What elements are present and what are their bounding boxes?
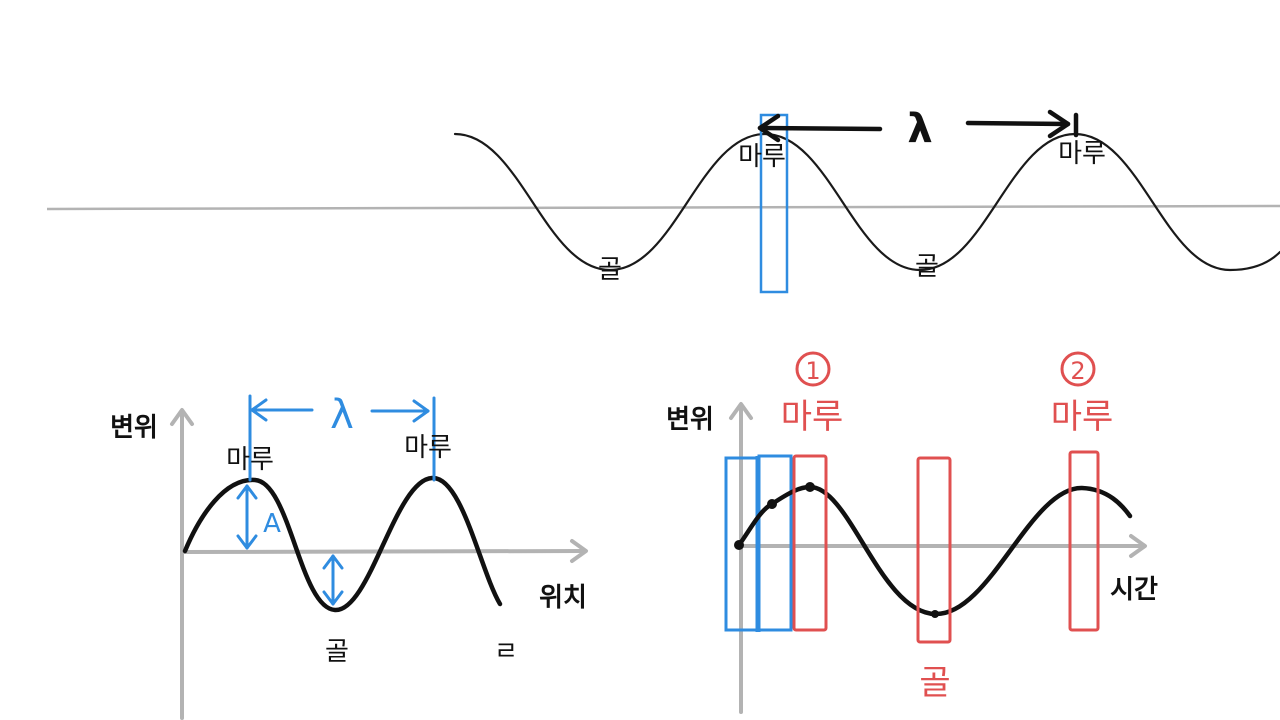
top-trough-label-2: 골 [915, 252, 939, 282]
position-y-axis-label: 변위 [110, 413, 158, 443]
time-y-axis-arrowhead [729, 402, 753, 420]
top-wavelength-arrowhead-right [1047, 109, 1071, 139]
time-crest-box-2 [1068, 450, 1100, 632]
position-wavelength-arrowhead-right [412, 399, 430, 423]
time-crest-box-1 [792, 454, 828, 632]
time-sample-point-1 [734, 540, 744, 550]
position-y-axis-arrowhead [170, 408, 194, 426]
position-crest-label-1: 마루 [226, 445, 274, 475]
position-x-axis-arrowhead [570, 539, 588, 563]
position-trough-arrowhead-bottom [322, 590, 344, 606]
time-x-axis-arrowhead [1129, 534, 1147, 558]
time-x-axis-label: 시간 [1110, 575, 1158, 605]
top-wavelength-arrow-left [757, 125, 883, 132]
position-amplitude-arrowhead-bottom [236, 534, 258, 550]
time-marker-2-circle [1060, 351, 1096, 387]
time-sample-point-3 [805, 482, 815, 492]
position-x-axis [180, 549, 586, 554]
time-marker-1-circle [795, 351, 831, 387]
position-crest-label-2: 마루 [404, 433, 452, 463]
position-wavelength-label: λ [330, 392, 354, 438]
top-crest-label-2: 마루 [1058, 139, 1106, 169]
position-graph-panel: 변위 위치 ㄹ λ A 마루 마루 골 [110, 392, 588, 720]
time-sample-point-4 [931, 610, 939, 618]
time-sample-box-2 [757, 454, 793, 632]
time-marker-1-label: 1 [805, 357, 820, 385]
position-trough-label: 골 [325, 637, 349, 667]
time-trough-label: 골 [919, 663, 950, 703]
time-marker-2-label: 2 [1070, 357, 1085, 385]
position-x-axis-label: 위치 [539, 583, 587, 613]
top-trough-label-1: 골 [598, 255, 622, 285]
top-crest-highlight-box [759, 113, 789, 294]
top-wavelength-arrowhead-left [757, 113, 781, 143]
position-amplitude-arrowhead-top [236, 484, 258, 500]
top-wavelength-label: λ [907, 106, 932, 152]
position-amplitude-label: A [263, 509, 281, 539]
top-wavelength-arrow-right [965, 120, 1071, 127]
position-trough-arrowhead-top [322, 554, 344, 570]
top-equilibrium-line [46, 204, 1280, 211]
time-trough-box [916, 456, 952, 644]
time-sample-point-2 [767, 499, 777, 509]
time-crest-label-2: 마루 [1051, 397, 1114, 437]
position-end-mark: ㄹ [494, 637, 518, 667]
top-wave-panel: λ 마루 마루 골 골 [46, 106, 1280, 294]
time-crest-label-1: 마루 [781, 397, 844, 437]
time-graph-panel: 변위 시간 1 2 마루 마루 골 [666, 351, 1158, 714]
top-wave-curve [453, 132, 1280, 272]
position-wavelength-arrowhead-left [250, 398, 268, 422]
time-y-axis-label: 변위 [666, 405, 714, 435]
top-crest-label-1: 마루 [738, 142, 786, 172]
position-wave-curve [182, 475, 503, 613]
